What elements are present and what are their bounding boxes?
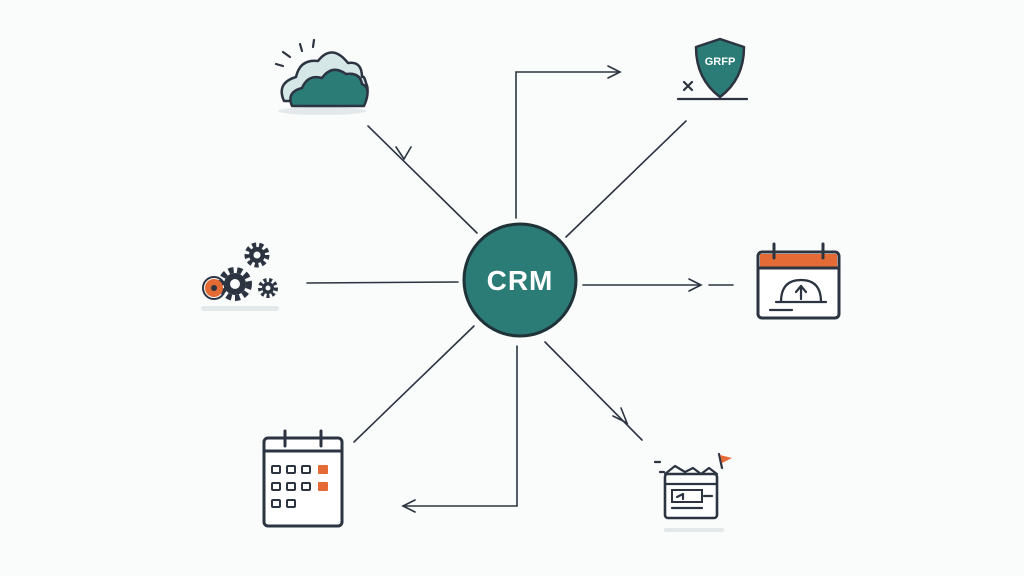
cloud-icon	[274, 38, 369, 115]
connector-bottom-elbow	[401, 345, 518, 513]
connector-top-elbow	[515, 65, 622, 219]
shield-label: GRFP	[705, 56, 736, 68]
connector-calendar-left	[353, 325, 475, 443]
connector-gears	[306, 281, 459, 284]
document-icon	[653, 452, 732, 532]
gears-icon	[201, 242, 279, 311]
connector-calendar-right	[582, 278, 734, 292]
connector-shield	[565, 120, 687, 238]
connector-cloud	[367, 125, 478, 234]
connectors	[306, 65, 734, 513]
crm-hub[interactable]: CRM	[462, 222, 578, 338]
calendar-icon	[756, 242, 841, 320]
crm-label: CRM	[487, 265, 554, 296]
shield-icon: GRFP	[676, 37, 749, 101]
connector-document	[544, 341, 643, 441]
calendar-grid-icon	[262, 429, 344, 528]
